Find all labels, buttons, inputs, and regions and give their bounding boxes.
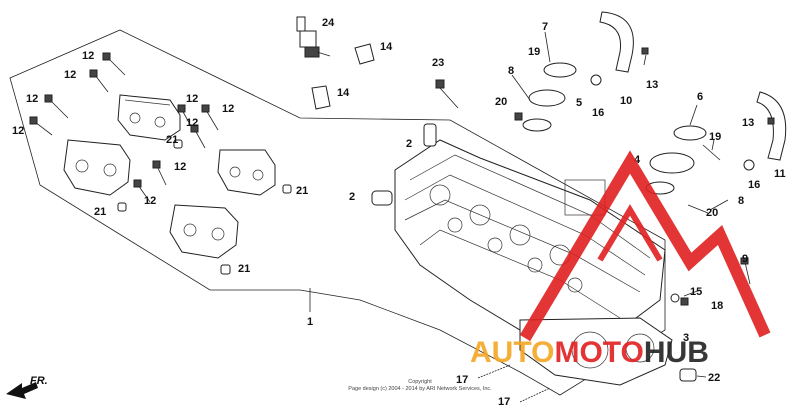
callout-8: 8: [508, 65, 514, 77]
bolts-12: [29, 52, 219, 203]
callout-8: 8: [738, 195, 744, 207]
callout-17: 17: [498, 396, 510, 408]
callout-14: 14: [380, 41, 393, 53]
cam-holder-3: [217, 149, 276, 196]
callout-12: 12: [186, 93, 198, 105]
callout-7: 7: [542, 21, 548, 33]
callout-2: 2: [406, 138, 412, 150]
callout-1: 1: [307, 316, 313, 328]
callout-12: 12: [26, 93, 38, 105]
callout-12: 12: [64, 69, 76, 81]
callout-6: 6: [697, 91, 703, 103]
callout-24: 24: [322, 17, 335, 29]
callout-16: 16: [592, 107, 604, 119]
callout-12: 12: [186, 117, 198, 129]
assembly-boundary: [9, 29, 666, 396]
dowel-pins-21: [117, 139, 292, 275]
callout-15: 15: [690, 286, 702, 298]
collars-2: [371, 123, 437, 206]
cam-holder-2: [63, 139, 131, 196]
front-indicator: FR.: [6, 375, 48, 399]
breather-pipe-11: [743, 91, 787, 171]
copyright-notice: Copyright Page design (c) 2004 - 2014 by…: [300, 379, 540, 393]
side-cover-3: [519, 317, 673, 386]
cam-holder-4: [169, 204, 239, 259]
callout-12: 12: [144, 195, 156, 207]
callout-22: 22: [708, 372, 720, 384]
watermark-logo: AUTOMOTOHUB: [470, 150, 771, 369]
callout-2: 2: [349, 191, 355, 203]
plug-caps-14: [311, 43, 375, 110]
insulator-upper: [514, 62, 577, 132]
bolt-23: [435, 79, 459, 109]
svg-text:AUTOMOTOHUB: AUTOMOTOHUB: [470, 336, 709, 369]
callout-14: 14: [337, 87, 350, 99]
breather-pipe-10: [590, 11, 649, 86]
cam-holder-1: [117, 94, 181, 141]
callout-17: 17: [456, 374, 468, 386]
spark-plug: [296, 16, 331, 58]
copyright-line-1: Copyright: [408, 379, 432, 385]
callout-21: 21: [94, 206, 106, 218]
callout-19: 19: [709, 131, 721, 143]
callout-12: 12: [222, 103, 234, 115]
small-fasteners: [670, 257, 751, 382]
callout-4: 4: [634, 154, 641, 166]
callout-12: 12: [174, 161, 186, 173]
callout-3: 3: [683, 332, 689, 344]
copyright-line-2: Page design (c) 2004 - 2014 by ARI Netwo…: [348, 386, 492, 392]
callout-20: 20: [495, 96, 507, 108]
svg-text:FR.: FR.: [30, 375, 48, 387]
callout-20: 20: [706, 207, 718, 219]
callout-19: 19: [528, 46, 540, 58]
callout-13: 13: [646, 79, 658, 91]
arrow-icon: [6, 382, 38, 399]
callout-12: 12: [12, 125, 24, 137]
callout-21: 21: [166, 134, 178, 146]
callout-12: 12: [82, 50, 94, 62]
callout-16: 16: [748, 179, 760, 191]
callout-23: 23: [432, 57, 444, 69]
studs-17: [477, 364, 551, 403]
leader-lines: [511, 31, 729, 378]
callout-11: 11: [774, 168, 786, 180]
callout-21: 21: [296, 185, 308, 197]
callout-5: 5: [576, 97, 582, 109]
callouts: 24 14 14 23 7 19 8 20 5 16 10 13 6 13 19…: [12, 17, 786, 408]
callout-10: 10: [620, 95, 632, 107]
callout-13: 13: [742, 117, 754, 129]
callout-18: 18: [711, 300, 723, 312]
callout-21: 21: [238, 263, 250, 275]
callout-9: 9: [742, 253, 748, 265]
